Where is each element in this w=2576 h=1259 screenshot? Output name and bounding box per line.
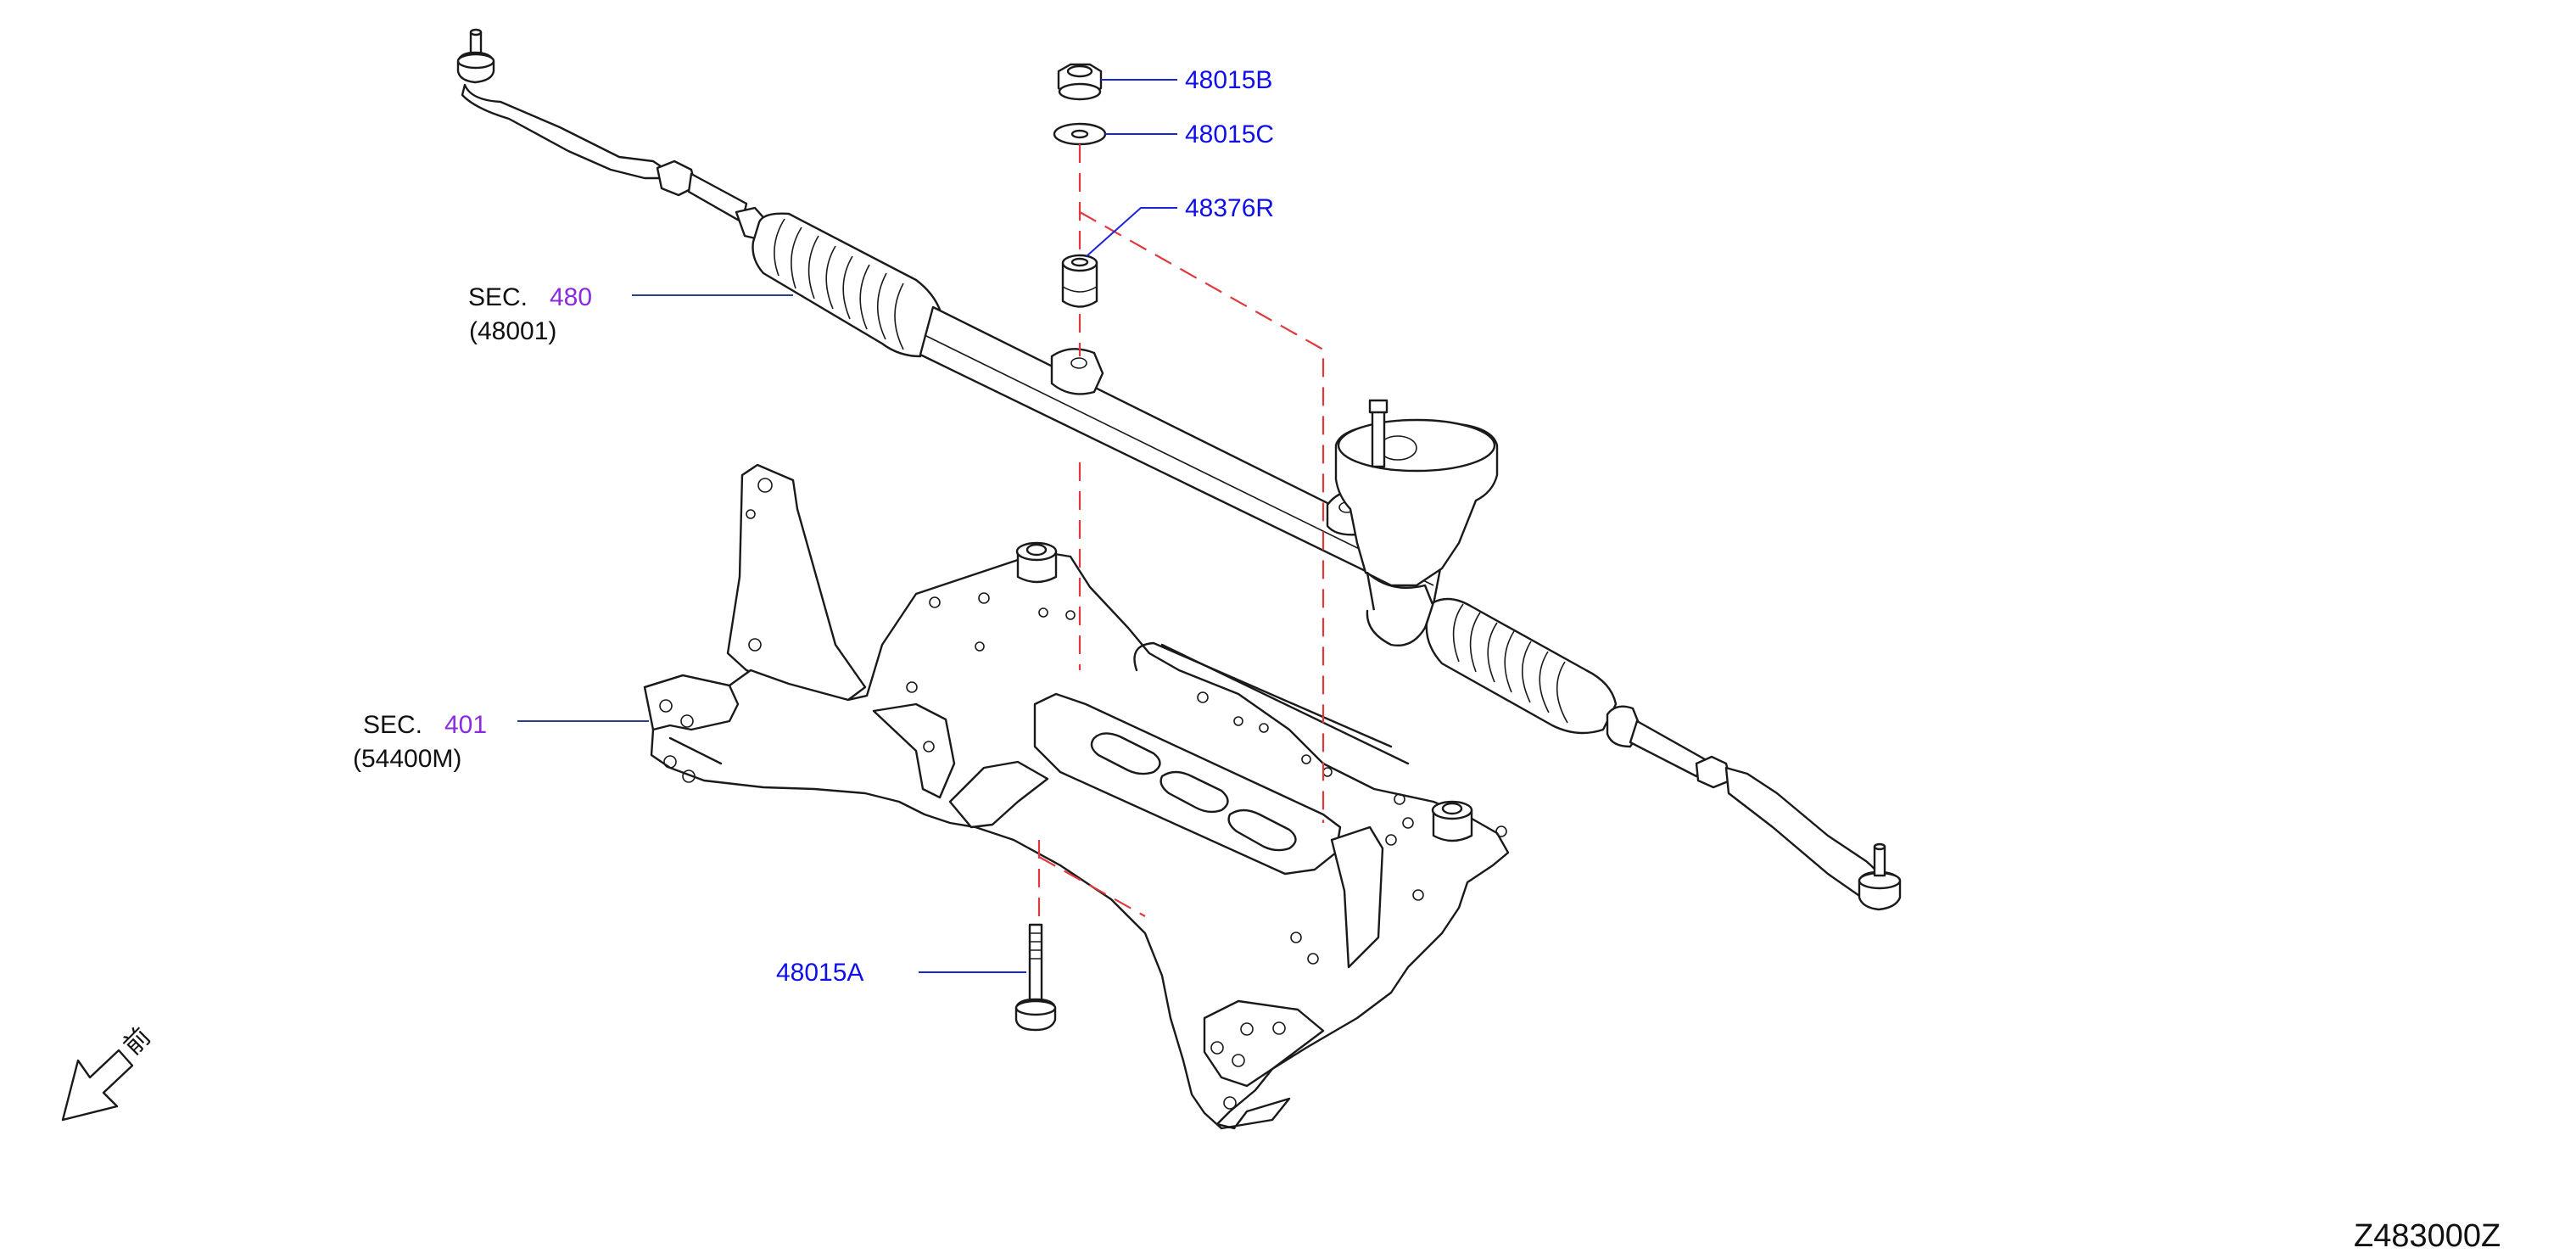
sec-480-prefix: SEC. (468, 283, 528, 311)
sec-480-part-number: (48001) (469, 317, 556, 345)
sec-401-link[interactable]: 401 (444, 711, 487, 739)
diagram-code: Z483000Z (2354, 1218, 2501, 1254)
sec-480-link[interactable]: 480 (550, 283, 592, 311)
pinion-housing (1326, 399, 1499, 646)
left-tie-rod-end (456, 28, 668, 180)
assembly-guide-lines (1037, 144, 1325, 920)
front-suspension-member[interactable] (643, 463, 1510, 1130)
callout-48376r[interactable]: 48376R (1185, 194, 1274, 222)
front-direction-arrow-icon (61, 1049, 134, 1122)
callout-48015a[interactable]: 48015A (776, 959, 863, 987)
steering-gear-assembly[interactable] (456, 28, 1902, 911)
leader-lines (517, 79, 1177, 973)
washer-48015c[interactable] (1053, 122, 1107, 146)
callout-48015b[interactable]: 48015B (1185, 66, 1272, 94)
right-bellows (1425, 597, 1618, 735)
bushing-48376r[interactable] (1061, 254, 1098, 308)
sec-401-prefix: SEC. (363, 711, 422, 739)
left-bellows (752, 212, 942, 358)
rear-left-mount (1015, 541, 1058, 584)
sec-401-part-number: (54400M) (353, 745, 461, 773)
bolt-48015a[interactable] (1014, 923, 1057, 1032)
callout-48015c[interactable]: 48015C (1185, 120, 1274, 148)
right-tie-rod-end (1724, 766, 1902, 911)
right-front-mount (1431, 800, 1473, 842)
nut-48015b[interactable] (1057, 63, 1103, 101)
